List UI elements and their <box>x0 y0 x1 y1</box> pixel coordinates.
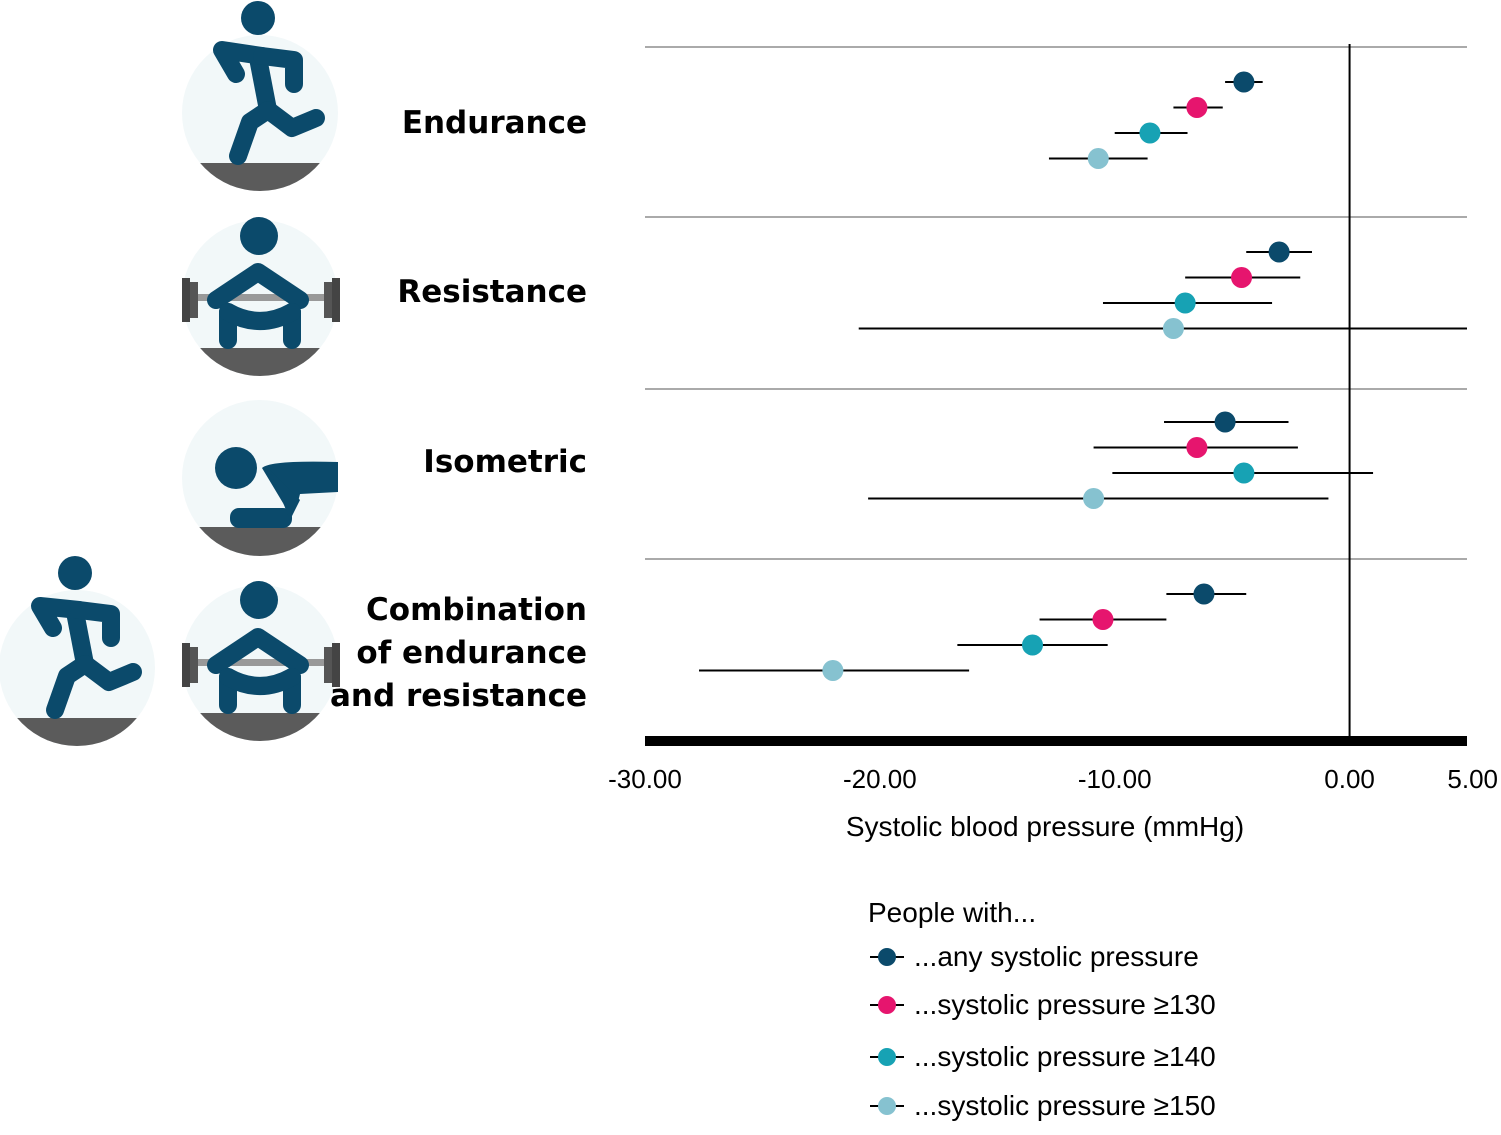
x-tick-label: -10.00 <box>1078 764 1152 794</box>
category-label: Resistance <box>397 274 587 310</box>
plank-icon <box>182 400 338 556</box>
point-estimate <box>1214 411 1236 433</box>
point-estimate <box>822 660 844 681</box>
legend-label: ...systolic pressure ≥150 <box>914 1090 1216 1121</box>
x-tick-label: 0.00 <box>1324 764 1375 794</box>
runner-icon <box>182 1 338 191</box>
legend-label: ...any systolic pressure <box>914 941 1199 972</box>
x-axis-title: Systolic blood pressure (mmHg) <box>846 811 1244 842</box>
legend-label: ...systolic pressure ≥140 <box>914 1041 1216 1072</box>
group-separators <box>645 46 1467 560</box>
category-label: Endurance <box>402 105 587 141</box>
x-tick-label: -20.00 <box>843 764 917 794</box>
legend: People with... ...any systolic pressure.… <box>868 897 1216 1121</box>
point-estimate <box>1174 292 1196 314</box>
legend-title: People with... <box>868 897 1036 928</box>
x-tick-labels: -30.00 -20.00 -10.00 0.00 5.00 <box>608 764 1498 794</box>
runner-icon <box>0 556 155 746</box>
point-estimate <box>1092 609 1114 630</box>
point-estimate <box>1083 488 1105 509</box>
category-label: and resistance <box>330 678 587 714</box>
point-estimate <box>1186 97 1208 118</box>
legend-swatch-dot <box>878 996 896 1014</box>
legend-swatch-dot <box>878 948 896 966</box>
point-estimate <box>1022 634 1044 656</box>
point-estimate <box>1231 267 1253 288</box>
point-estimate <box>1087 148 1109 169</box>
weightlifter-icon <box>182 581 340 741</box>
point-estimate <box>1268 241 1290 263</box>
point-estimates <box>822 71 1290 681</box>
point-estimate <box>1233 71 1255 93</box>
x-tick-label: -30.00 <box>608 764 682 794</box>
point-estimate <box>1193 583 1215 605</box>
point-estimate <box>1233 462 1255 484</box>
point-estimate <box>1162 318 1184 339</box>
x-tick-label: 5.00 <box>1447 764 1498 794</box>
legend-label: ...systolic pressure ≥130 <box>914 989 1216 1020</box>
legend-swatch-dot <box>878 1097 896 1115</box>
category-label: of endurance <box>356 635 587 671</box>
category-label: Isometric <box>423 444 587 480</box>
point-estimate <box>1186 437 1208 458</box>
point-estimate <box>1139 122 1161 144</box>
confidence-intervals <box>699 81 1467 672</box>
legend-swatch-dot <box>878 1048 896 1066</box>
weightlifter-icon <box>182 217 340 376</box>
category-label: Combination <box>366 592 587 628</box>
